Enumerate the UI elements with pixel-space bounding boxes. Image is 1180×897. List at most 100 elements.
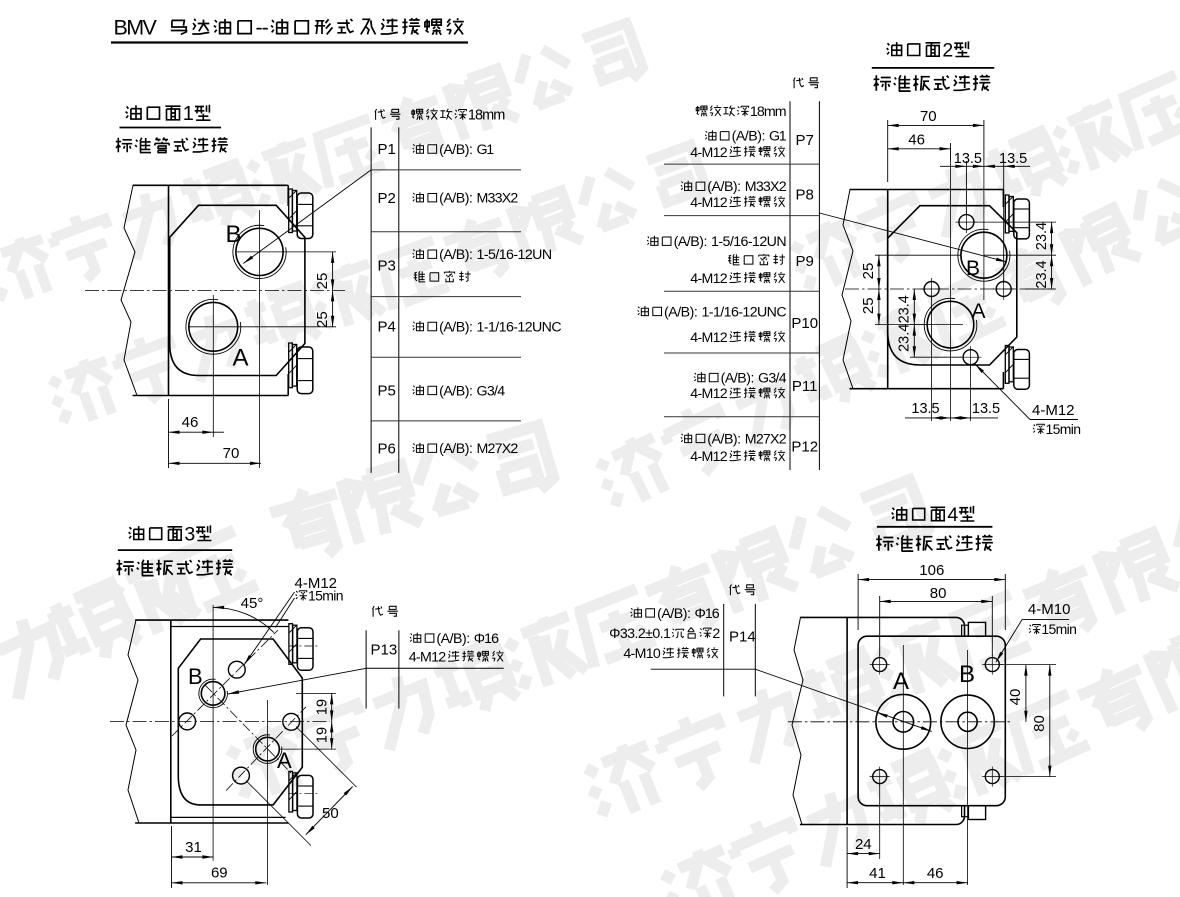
svg-text:4-M12: 4-M12: [1032, 402, 1075, 419]
svg-text:23.4: 23.4: [1034, 260, 1050, 288]
svg-text:3: 3: [184, 523, 195, 545]
svg-text:41: 41: [869, 865, 886, 882]
svg-text:P9: P9: [796, 253, 814, 270]
svg-text:P6: P6: [378, 440, 396, 457]
svg-text:(A/B):: (A/B):: [721, 371, 755, 387]
svg-text:Φ33.2±0.1: Φ33.2±0.1: [609, 626, 671, 642]
svg-text:13.5: 13.5: [911, 401, 939, 417]
svg-text:B: B: [966, 257, 980, 280]
svg-text:18mm: 18mm: [468, 108, 506, 124]
svg-text:P3: P3: [378, 258, 396, 275]
svg-text:4-M12: 4-M12: [690, 195, 728, 211]
svg-text:4-M10: 4-M10: [1028, 601, 1071, 618]
svg-text:31: 31: [185, 839, 202, 856]
svg-text:25: 25: [314, 273, 331, 290]
svg-text:19: 19: [315, 727, 331, 743]
svg-text:80: 80: [1031, 715, 1048, 732]
svg-text:46: 46: [927, 865, 944, 882]
svg-text:15min: 15min: [1046, 421, 1082, 437]
svg-text:2: 2: [712, 626, 720, 642]
svg-text:13.5: 13.5: [999, 151, 1027, 167]
svg-text:1-5/16-12UN: 1-5/16-12UN: [711, 234, 787, 250]
svg-text:BMV: BMV: [114, 16, 158, 40]
svg-text:M27X2: M27X2: [477, 441, 519, 457]
svg-text:G3/4: G3/4: [758, 371, 787, 387]
svg-text:19: 19: [315, 699, 331, 715]
svg-text:Φ16: Φ16: [474, 631, 499, 647]
svg-text:1-5/16-12UN: 1-5/16-12UN: [477, 247, 553, 263]
svg-text:23.4: 23.4: [897, 295, 913, 323]
svg-text:70: 70: [920, 108, 937, 125]
svg-text:(A/B):: (A/B):: [439, 142, 473, 158]
svg-text:(A/B):: (A/B):: [707, 431, 741, 447]
svg-text:A: A: [972, 300, 986, 323]
svg-text:50: 50: [322, 805, 339, 822]
svg-text:P12: P12: [791, 438, 818, 455]
svg-text:45°: 45°: [241, 595, 264, 612]
svg-text:15min: 15min: [308, 587, 344, 603]
svg-text:(A/B):: (A/B):: [732, 129, 766, 145]
svg-text:P4: P4: [378, 319, 396, 336]
svg-text:46: 46: [182, 414, 199, 431]
svg-text:M33X2: M33X2: [745, 179, 787, 195]
svg-text:P2: P2: [378, 190, 396, 207]
svg-text:46: 46: [908, 132, 925, 149]
svg-text:2: 2: [942, 39, 953, 61]
svg-text:(A/B):: (A/B):: [674, 234, 708, 250]
svg-text:B: B: [226, 221, 242, 248]
svg-text:70: 70: [223, 445, 240, 462]
svg-text:P7: P7: [796, 132, 814, 149]
svg-text:4-M12: 4-M12: [690, 449, 728, 465]
svg-text:P11: P11: [792, 378, 818, 395]
svg-text:23.4: 23.4: [1034, 222, 1050, 250]
svg-text:24: 24: [855, 836, 872, 853]
svg-text:(A/B):: (A/B):: [439, 319, 473, 335]
svg-text:P8: P8: [796, 187, 814, 204]
svg-text:(A/B):: (A/B):: [436, 631, 470, 647]
svg-text:4-M12: 4-M12: [690, 271, 728, 287]
svg-text:A: A: [233, 345, 249, 372]
svg-text:(A/B):: (A/B):: [439, 441, 473, 457]
svg-text:1-1/16-12UNC: 1-1/16-12UNC: [702, 304, 787, 320]
svg-text:25: 25: [860, 297, 877, 314]
svg-text:18mm: 18mm: [750, 104, 787, 120]
svg-text:4-M12: 4-M12: [409, 650, 447, 666]
svg-text:A: A: [893, 668, 909, 695]
svg-text:15min: 15min: [1041, 621, 1077, 637]
svg-text:(A/B):: (A/B):: [439, 383, 473, 399]
svg-text:B: B: [959, 661, 975, 688]
svg-text:4-M12: 4-M12: [690, 386, 728, 402]
svg-text:25: 25: [314, 311, 331, 328]
svg-text:1: 1: [183, 103, 194, 125]
svg-text:4-M12: 4-M12: [295, 575, 338, 592]
svg-text:P1: P1: [378, 141, 396, 158]
svg-text:A: A: [277, 748, 292, 773]
svg-text:P5: P5: [378, 383, 396, 400]
svg-text:106: 106: [919, 562, 944, 579]
svg-text:23.4: 23.4: [897, 324, 913, 352]
svg-text:P13: P13: [371, 642, 398, 659]
svg-text:25: 25: [860, 263, 877, 280]
svg-text:M27X2: M27X2: [745, 431, 787, 447]
svg-text:(A/B):: (A/B):: [664, 304, 698, 320]
svg-text:Φ16: Φ16: [695, 606, 720, 622]
svg-text:P14: P14: [729, 629, 756, 646]
svg-text:4-M10: 4-M10: [623, 646, 661, 662]
svg-text:4-M12: 4-M12: [690, 145, 728, 161]
svg-text:13.5: 13.5: [954, 151, 982, 167]
svg-text:(A/B):: (A/B):: [439, 191, 473, 207]
svg-text:69: 69: [211, 865, 228, 882]
svg-text:B: B: [188, 664, 203, 689]
svg-text:G3/4: G3/4: [477, 383, 506, 399]
svg-text:M33X2: M33X2: [477, 191, 519, 207]
svg-text:G1: G1: [769, 129, 787, 145]
svg-text:80: 80: [930, 585, 947, 602]
svg-text:13.5: 13.5: [972, 401, 1000, 417]
svg-text:--: --: [256, 16, 269, 40]
svg-text:G1: G1: [477, 142, 495, 158]
svg-text:(A/B):: (A/B):: [657, 606, 691, 622]
svg-text:(A/B):: (A/B):: [439, 247, 473, 263]
svg-text:4-M12: 4-M12: [690, 330, 728, 346]
svg-text:(A/B):: (A/B):: [707, 179, 741, 195]
svg-text:P10: P10: [791, 315, 818, 332]
